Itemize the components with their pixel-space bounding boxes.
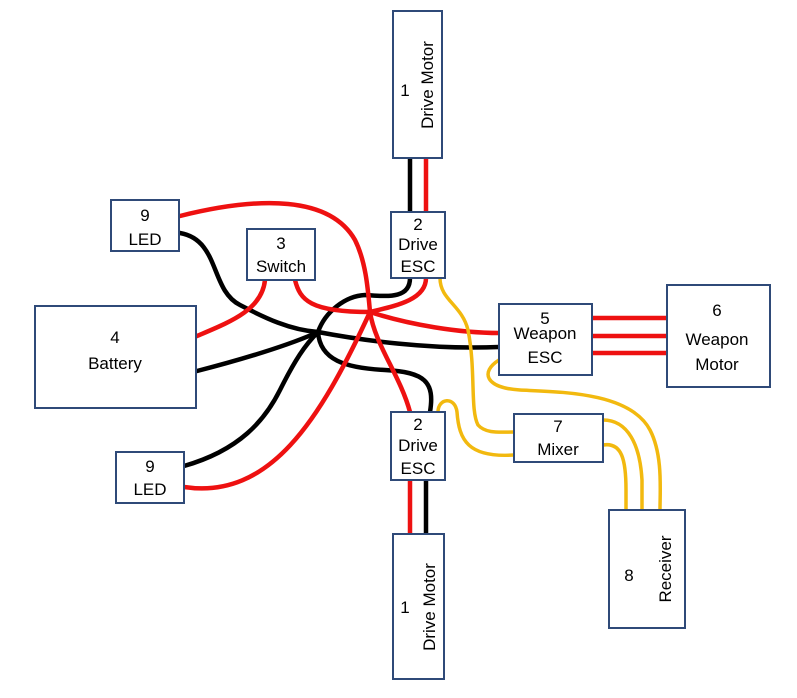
led-bottom-number: 9 [145,457,154,476]
switch-number: 3 [276,234,285,253]
drive-motor-top: 1 Drive Motor [392,10,443,159]
wire-signal-mixer-to-receiver-1 [601,418,644,512]
wire-signal-mixer-to-receiver-2 [601,443,628,512]
wire-battery-to-switch [194,277,268,339]
led-bottom-label: LED [133,480,166,499]
drive-motor-bottom: 1 Drive Motor [392,533,445,680]
mixer-label: Mixer [537,440,579,459]
wire-signal-weapon-esc-to-receiver [486,358,663,512]
mixer: 7 Mixer [513,413,604,463]
wire-drive-esc-bottom-positive [367,309,413,415]
wire-drive-esc-bottom-negative [315,329,434,415]
drive-esc-top-number: 2 [413,215,422,234]
drive-esc-top-label-1: Drive [398,235,438,254]
drive-esc-top-label-2: ESC [401,257,436,276]
drive-esc-top: 2 Drive ESC [390,211,446,279]
receiver-label: Receiver [656,535,675,602]
drive-motor-bottom-number: 1 [400,598,409,617]
wire-drive-esc-top-positive [367,275,429,315]
wire-weapon-esc-negative [315,329,502,350]
drive-motor-bottom-label: Drive Motor [420,563,439,651]
battery: 4 Battery [34,305,197,409]
drive-esc-bottom-number: 2 [413,415,422,434]
wire-led-top-negative [177,230,321,335]
wire-led-bottom-positive [181,309,373,491]
weapon-esc: 5 Weapon ESC [498,303,593,376]
drive-esc-bottom-label-1: Drive [398,436,438,455]
wire-switch-out [292,277,373,315]
drive-motor-top-label: Drive Motor [418,41,437,129]
wires [177,155,670,537]
receiver-number: 8 [624,566,633,585]
switch-label: Switch [256,257,306,276]
weapon-motor-number: 6 [712,301,721,320]
wire-weapon-esc-positive [367,309,502,336]
wire-drive-esc-top-negative [315,275,413,335]
weapon-motor: 6 Weapon Motor [666,284,771,388]
led-top-number: 9 [140,206,149,225]
receiver: 8 Receiver [608,509,686,629]
battery-number: 4 [110,328,119,347]
led-bottom: 9 LED [115,451,185,504]
weapon-esc-label-1: Weapon [513,324,576,343]
weapon-esc-label-2: ESC [528,348,563,367]
mixer-number: 7 [553,417,562,436]
battery-label: Battery [88,354,142,373]
weapon-esc-number: 5 [540,309,549,328]
wire-signal-drive-esc-top-to-mixer [438,276,516,434]
weapon-motor-label-1: Weapon [685,330,748,349]
wire-led-bottom-negative [181,329,321,469]
wire-battery-negative [194,329,321,374]
drive-esc-bottom: 2 Drive ESC [390,411,446,481]
led-top-label: LED [128,230,161,249]
led-top: 9 LED [110,199,180,252]
wire-signal-drive-esc-bottom-to-mixer [436,399,516,458]
weapon-motor-label-2: Motor [695,355,739,374]
wire-led-top-positive [177,200,373,315]
switch: 3 Switch [246,228,316,281]
drive-esc-bottom-label-2: ESC [401,459,436,478]
drive-motor-top-number: 1 [400,81,409,100]
